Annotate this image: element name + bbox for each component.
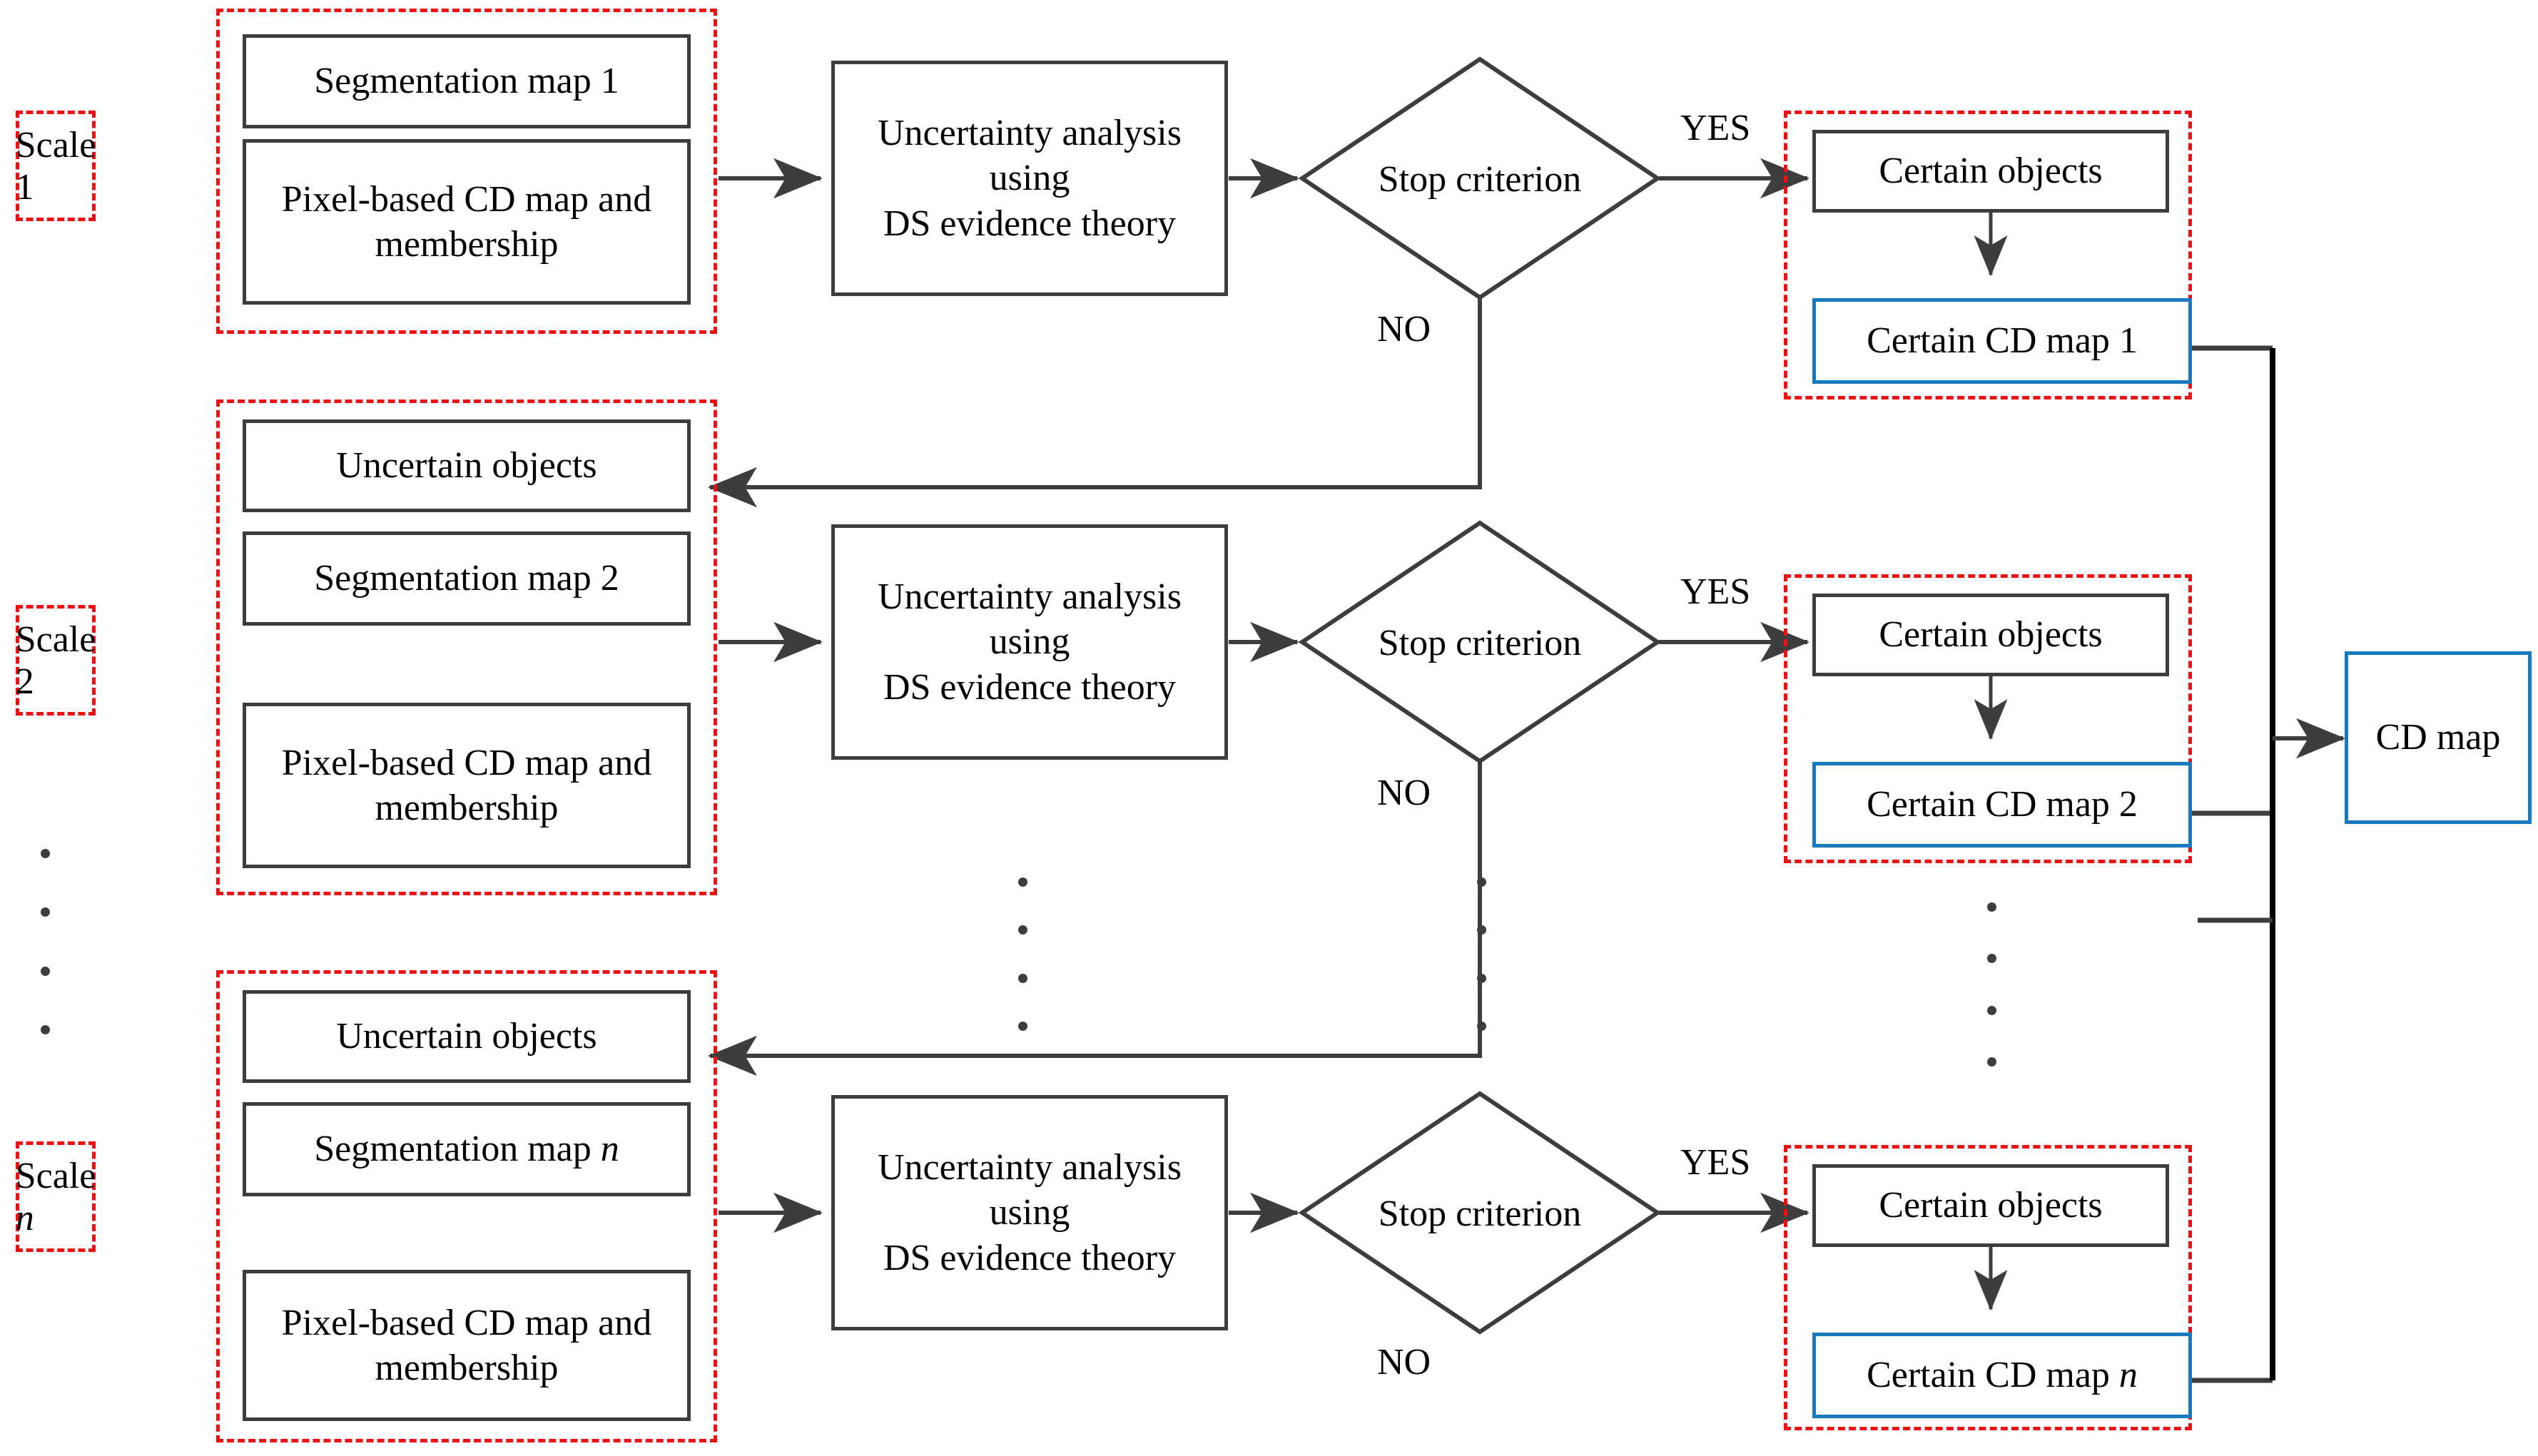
stop-criterion-n[interactable]: [1299, 1090, 1661, 1335]
stop-criterion-1-label: Stop criterion: [1378, 159, 1582, 200]
stop-criterion-2[interactable]: [1299, 519, 1661, 765]
scale-group-1: [216, 9, 717, 334]
ellipsis-process: [1017, 877, 1028, 1031]
stop-criterion-1[interactable]: [1299, 56, 1661, 301]
scale-label-n: Scale n: [16, 1141, 96, 1252]
pixel-cd-map-2[interactable]: Pixel-based CD map and membership: [243, 703, 691, 868]
pixel-cd-map-2-label: Pixel-based CD map and membership: [281, 742, 652, 828]
no-label-n: NO: [1377, 1342, 1431, 1383]
segmentation-map-1[interactable]: Segmentation map 1: [243, 34, 691, 128]
certain-cd-map-2[interactable]: Certain CD map 2: [1812, 762, 2192, 847]
pixel-cd-map-n-label: Pixel-based CD map and membership: [281, 1302, 652, 1388]
certain-cd-map-2-label: Certain CD map 2: [1867, 784, 2138, 825]
certain-cd-map-n-label: Certain CD map n: [1867, 1355, 2138, 1396]
segmentation-map-n[interactable]: Segmentation map n: [243, 1102, 691, 1196]
uncertainty-analysis-n-line3: DS evidence theory: [883, 1237, 1177, 1278]
segmentation-map-2[interactable]: Segmentation map 2: [243, 531, 691, 626]
uncertain-objects-2-label: Uncertain objects: [336, 445, 597, 487]
ellipsis-certain: [1986, 902, 1997, 1066]
certain-objects-1-label: Certain objects: [1879, 151, 2103, 192]
scale-label-1: Scale 1: [16, 111, 96, 221]
uncertainty-analysis-1[interactable]: Uncertainty analysis using DS evidence t…: [831, 61, 1228, 296]
uncertainty-analysis-1-line2: using: [989, 158, 1070, 199]
certain-cd-map-1[interactable]: Certain CD map 1: [1812, 298, 2192, 384]
ellipsis-scales: [39, 849, 51, 1034]
segmentation-map-n-label: Segmentation map n: [314, 1129, 619, 1170]
cd-map-output[interactable]: CD map: [2345, 651, 2532, 824]
certain-group-2: [1784, 574, 2192, 863]
scale-group-2: [216, 399, 717, 895]
certain-group-1: [1784, 111, 2192, 399]
uncertainty-analysis-1-line3: DS evidence theory: [883, 203, 1177, 244]
uncertainty-analysis-n[interactable]: Uncertainty analysis using DS evidence t…: [831, 1095, 1228, 1330]
yes-label-1: YES: [1680, 108, 1751, 148]
yes-label-2: YES: [1680, 571, 1751, 612]
uncertainty-analysis-1-line1: Uncertainty analysis: [878, 112, 1182, 153]
no-label-1: NO: [1377, 309, 1431, 350]
scale-label-n-text: Scale n: [15, 1155, 96, 1238]
scale-label-1-text: Scale 1: [15, 124, 96, 208]
certain-objects-n[interactable]: Certain objects: [1812, 1164, 2169, 1247]
uncertainty-analysis-n-line2: using: [989, 1192, 1070, 1233]
no-label-2: NO: [1377, 773, 1431, 813]
pixel-cd-map-1-label: Pixel-based CD map and membership: [281, 178, 652, 265]
scale-label-2: Scale 2: [16, 605, 96, 716]
uncertainty-analysis-2[interactable]: Uncertainty analysis using DS evidence t…: [831, 524, 1228, 760]
uncertainty-analysis-2-line1: Uncertainty analysis: [878, 576, 1182, 617]
certain-cd-map-1-label: Certain CD map 1: [1867, 320, 2138, 362]
uncertain-objects-n[interactable]: Uncertain objects: [243, 990, 691, 1083]
certain-objects-1[interactable]: Certain objects: [1812, 130, 2169, 213]
uncertainty-analysis-2-line3: DS evidence theory: [883, 666, 1177, 708]
stop-criterion-n-label: Stop criterion: [1378, 1193, 1582, 1234]
ellipsis-decision: [1476, 877, 1487, 1031]
uncertainty-analysis-n-line1: Uncertainty analysis: [878, 1146, 1182, 1188]
certain-objects-2[interactable]: Certain objects: [1812, 594, 2169, 676]
segmentation-map-1-label: Segmentation map 1: [314, 61, 619, 102]
pixel-cd-map-1[interactable]: Pixel-based CD map and membership: [243, 139, 691, 305]
segmentation-map-2-label: Segmentation map 2: [314, 558, 619, 599]
pixel-cd-map-n[interactable]: Pixel-based CD map and membership: [243, 1270, 691, 1421]
certain-group-n: [1784, 1145, 2192, 1430]
certain-cd-map-n[interactable]: Certain CD map n: [1812, 1333, 2192, 1418]
certain-objects-2-label: Certain objects: [1879, 614, 2103, 656]
uncertain-objects-n-label: Uncertain objects: [336, 1016, 597, 1057]
certain-objects-n-label: Certain objects: [1879, 1185, 2103, 1226]
uncertainty-analysis-2-line2: using: [989, 621, 1070, 663]
yes-label-n: YES: [1680, 1142, 1751, 1183]
cd-map-output-label: CD map: [2375, 717, 2501, 758]
stop-criterion-2-label: Stop criterion: [1378, 623, 1582, 663]
scale-group-n: [216, 970, 717, 1442]
scale-label-2-text: Scale 2: [15, 618, 96, 702]
uncertain-objects-2[interactable]: Uncertain objects: [243, 419, 691, 512]
